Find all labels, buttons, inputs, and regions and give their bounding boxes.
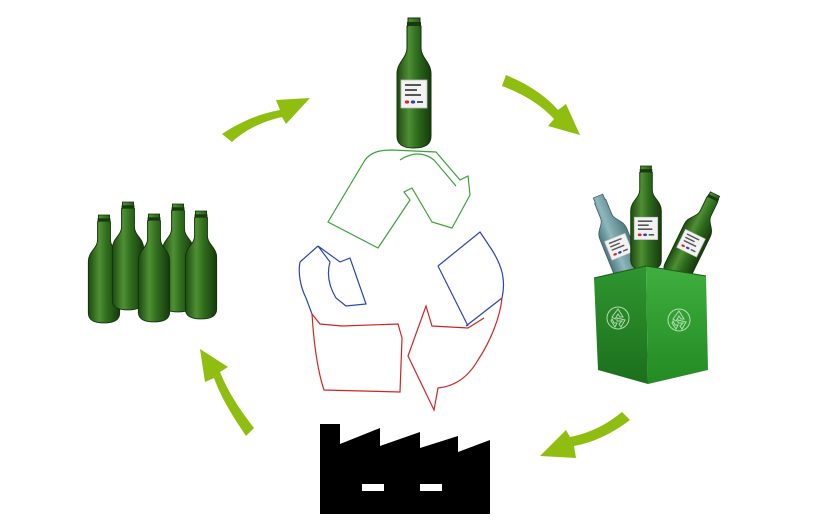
recycle-arrow-red-blue bbox=[437, 231, 505, 327]
recycle-arrow-green bbox=[327, 149, 471, 249]
labeled-green-bottle-icon bbox=[396, 17, 432, 149]
factory-window bbox=[420, 484, 442, 491]
arrow-bottom-right bbox=[540, 412, 630, 458]
arrow-bottom-left bbox=[200, 349, 254, 436]
factory-icon bbox=[320, 424, 490, 514]
factory-window bbox=[362, 484, 384, 491]
recycling-bin-with-bottles-icon bbox=[592, 165, 729, 384]
arrow-top-left bbox=[222, 98, 310, 142]
arrow-top-right bbox=[502, 75, 580, 135]
flow-arrows bbox=[200, 75, 630, 458]
bottle-group-icon bbox=[87, 201, 218, 324]
recycle-symbol-icon bbox=[298, 149, 505, 412]
recycle-arrow-blue-red bbox=[298, 245, 367, 315]
bin-front-face bbox=[594, 266, 648, 384]
